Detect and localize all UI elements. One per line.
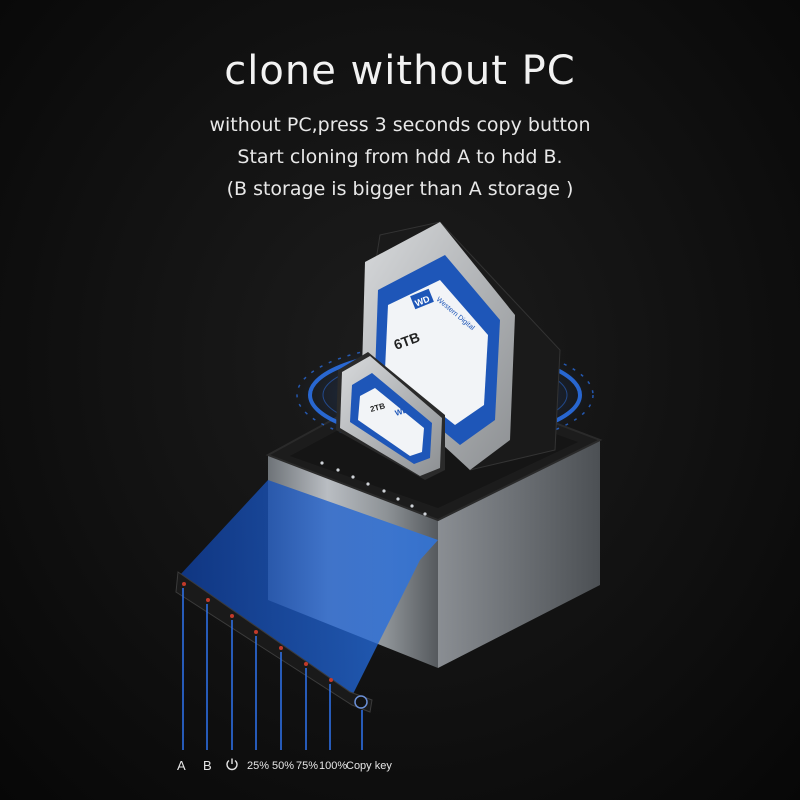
power-icon [225,756,239,775]
hdd-small-brand: WD [394,405,410,418]
label-b: B [203,758,212,773]
copy-key-magnified [354,695,368,709]
magnified-leds [182,582,333,682]
page-title: clone without PC [224,48,576,94]
magnified-panel [175,571,373,713]
label-50: 50% [272,760,295,772]
zoom-beam [180,480,438,700]
label-25: 25% [247,760,270,772]
dock-right-face [438,440,600,668]
subtitle-line-3: (B storage is bigger than A storage ) [226,178,574,200]
hdd-small: WD 2TB [336,352,445,480]
label-a: A [177,758,186,773]
leader-lines [182,588,363,750]
subtitle-line-1: without PC,press 3 seconds copy button [209,114,591,136]
dock-indicator-dots [320,461,427,516]
label-100: 100% [319,760,348,772]
label-75: 75% [296,760,319,772]
subtitle-line-2: Start cloning from hdd A to hdd B. [237,146,563,168]
label-copy-key: Copy key [346,760,392,772]
hdd-small-capacity: 2TB [369,401,386,414]
